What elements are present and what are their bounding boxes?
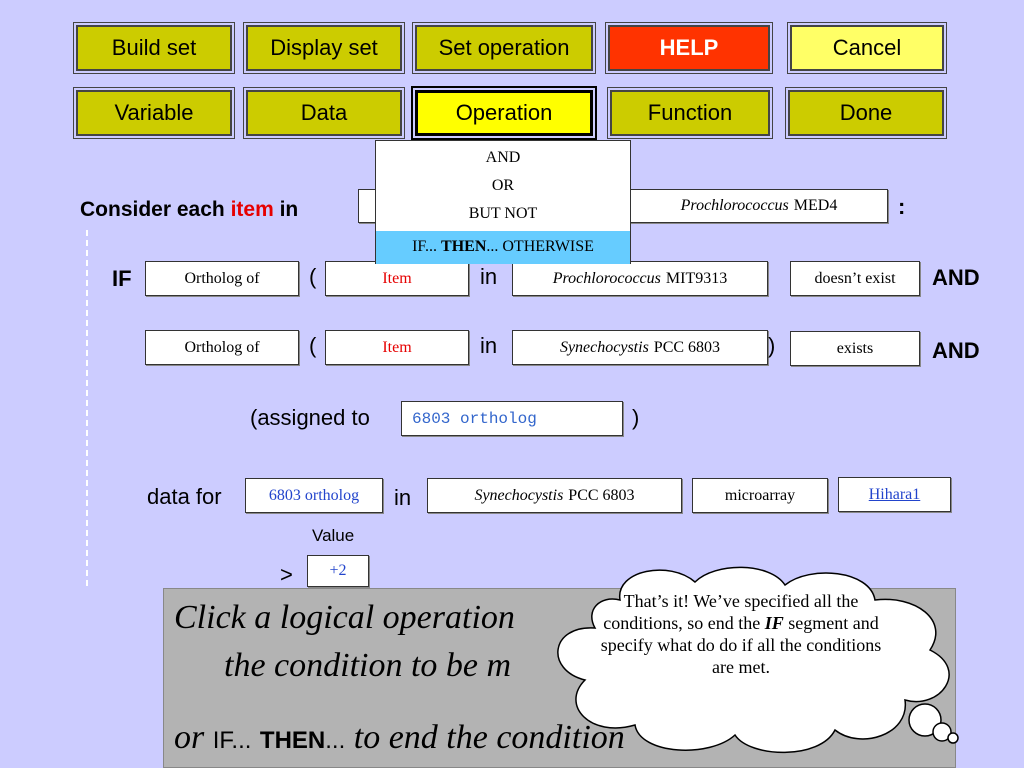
datafor-variable-field[interactable]: 6803 ortholog [245, 478, 383, 513]
cond1-status-field[interactable]: doesn’t exist [790, 261, 920, 296]
datafor-organism-field[interactable]: Synechocystis PCC 6803 [427, 478, 682, 513]
value-label: Value [312, 526, 355, 545]
help-button[interactable]: HELP [605, 22, 773, 74]
assigned-variable-field[interactable]: 6803 ortholog [401, 401, 623, 436]
cond2-organism-field[interactable]: Synechocystis PCC 6803 [512, 330, 768, 365]
variable-button[interactable]: Variable [73, 87, 235, 139]
datafor-organism-strain: PCC 6803 [568, 486, 635, 504]
callout-text-before: That’s it! We’ve specified all the condi… [603, 591, 859, 633]
cond1-organism-strain: MIT9313 [665, 269, 728, 287]
data-for-label: data for [147, 484, 222, 509]
cond2-organism-genus: Synechocystis [559, 338, 649, 356]
dd-then: THEN [441, 238, 487, 255]
consider-prefix: Consider each [80, 198, 225, 221]
datafor-dataset-field[interactable]: Hihara1 [838, 477, 951, 512]
dropdown-item-but-not[interactable]: BUT NOT [468, 205, 538, 222]
instruction-line-2: the condition to be m [224, 647, 512, 684]
cond2-argument-field[interactable]: Item [325, 330, 469, 365]
cancel-button[interactable]: Cancel [787, 22, 947, 74]
consider-label: Consider each item in [80, 198, 298, 222]
cond1-argument-field[interactable]: Item [325, 261, 469, 296]
assigned-to-label: (assigned to [250, 405, 370, 430]
cond2-paren-open: ( [309, 333, 317, 358]
dropdown-item-if-then-otherwise[interactable]: IF... THEN... OTHERWISE [376, 231, 630, 264]
set-operation-button[interactable]: Set operation [412, 22, 596, 74]
dropdown-item-or[interactable]: OR [491, 177, 515, 194]
instruction-line-3: or IF... THEN... to end the condition [174, 719, 625, 757]
dataset-link[interactable]: Hihara1 [868, 485, 921, 503]
cond1-and-label: AND [932, 265, 980, 290]
instruction-line-1: Click a logical operation [174, 599, 515, 636]
consider-colon: : [898, 194, 906, 219]
operation-dropdown[interactable]: AND OR BUT NOT IF... THEN... OTHERWISE [375, 140, 631, 264]
comparator-label: > [280, 562, 293, 587]
cond2-in-word: in [480, 333, 498, 358]
dd-if-prefix: IF... [412, 238, 438, 255]
instruction-if: IF... [212, 727, 252, 754]
assigned-paren-close: ) [632, 405, 640, 430]
cond2-status-field[interactable]: exists [790, 331, 920, 366]
consider-item-word: item [230, 198, 274, 221]
data-button[interactable]: Data [243, 87, 405, 139]
consider-organism-field[interactable]: Prochlorococcus MED4 [630, 189, 888, 223]
cond2-paren-close: ) [768, 333, 776, 358]
consider-organism-strain: MED4 [793, 197, 838, 214]
threshold-field[interactable]: +2 [307, 555, 369, 587]
cond2-organism-strain: PCC 6803 [653, 338, 721, 356]
instruction-panel: Click a logical operation the condition … [163, 588, 956, 768]
instruction-rest: to end the condition [353, 719, 625, 756]
cond2-and-label: AND [932, 338, 980, 363]
consider-organism-genus: Prochlorococcus [680, 197, 789, 214]
instruction-ellipsis: ... [325, 727, 346, 754]
datafor-datatype-field[interactable]: microarray [692, 478, 828, 513]
callout-text: That’s it! We’ve specified all the condi… [600, 590, 882, 678]
cond1-organism-genus: Prochlorococcus [552, 269, 661, 287]
cond1-function-field[interactable]: Ortholog of [145, 261, 299, 296]
function-button[interactable]: Function [607, 87, 773, 139]
instruction-then: THEN [259, 727, 326, 754]
operation-button[interactable]: Operation [411, 86, 597, 140]
callout-text-after: segment and specify what do do if all th… [600, 613, 882, 677]
cond1-organism-field[interactable]: Prochlorococcus MIT9313 [512, 261, 768, 296]
datafor-in-word: in [394, 485, 412, 510]
instruction-or: or [174, 719, 205, 756]
consider-in-word: in [279, 198, 299, 221]
cond2-function-field[interactable]: Ortholog of [145, 330, 299, 365]
if-label: IF [112, 266, 132, 291]
done-button[interactable]: Done [785, 87, 947, 139]
thought-bubble [557, 566, 959, 754]
cond1-in-word: in [480, 264, 498, 289]
build-set-button[interactable]: Build set [73, 22, 235, 74]
dropdown-item-and[interactable]: AND [485, 149, 521, 166]
callout-text-em: IF [764, 613, 784, 633]
dd-otherwise: ... OTHERWISE [486, 238, 594, 255]
datafor-organism-genus: Synechocystis [474, 486, 564, 504]
block-guide-line [86, 230, 88, 586]
cond1-paren-open: ( [309, 264, 317, 289]
display-set-button[interactable]: Display set [243, 22, 405, 74]
